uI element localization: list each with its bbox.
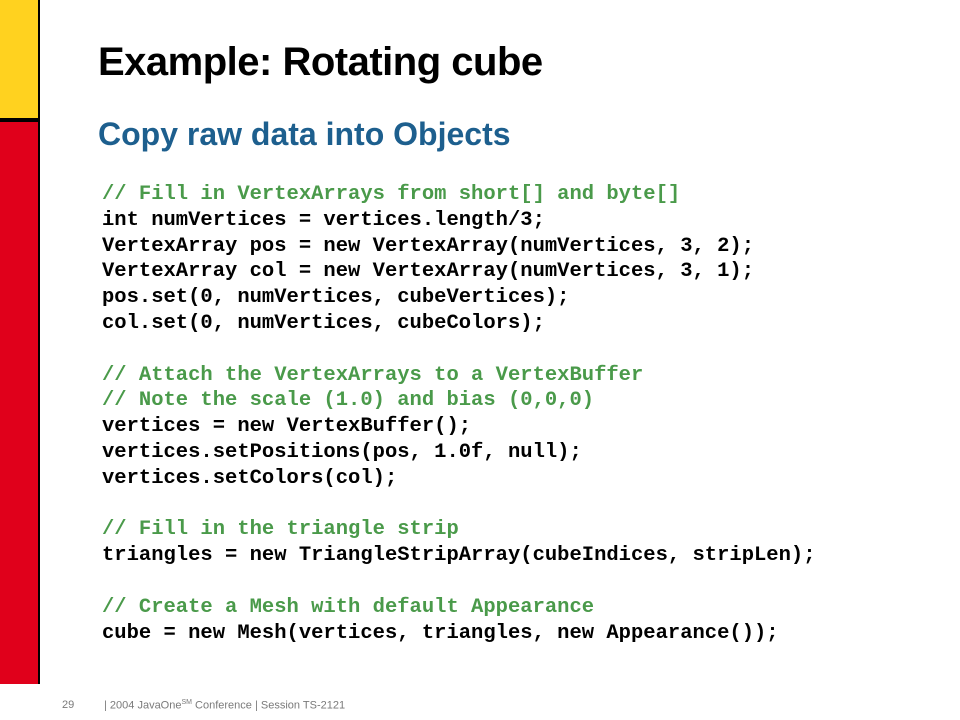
accent-bar-rule <box>38 0 40 684</box>
slide-subtitle: Copy raw data into Objects <box>98 116 511 152</box>
code-comment-line: // Fill in VertexArrays from short[] and… <box>102 183 681 206</box>
code-blank-line <box>102 492 816 518</box>
code-line: VertexArray pos = new VertexArray(numVer… <box>102 234 755 258</box>
page-number: 29 <box>62 699 75 711</box>
code-comment-line: // Fill in the triangle strip <box>102 518 459 542</box>
accent-bar-separator <box>0 118 38 122</box>
code-line: triangles = new TriangleStripArray(cubeI… <box>102 544 816 568</box>
conference-info: | 2004 JavaOneSM Conference | Session TS… <box>104 699 345 712</box>
code-comment-line: // Attach the VertexArrays to a VertexBu… <box>102 363 644 387</box>
conference-name: 2004 JavaOne <box>109 699 182 712</box>
accent-bar-yellow <box>0 0 38 120</box>
conference-suffix: Conference <box>191 699 252 712</box>
code-line: col.set(0, numVertices, cubeColors); <box>102 311 545 335</box>
accent-bar-red <box>0 120 38 684</box>
code-line: int numVertices = vertices.length/3; <box>102 208 545 232</box>
code-line: VertexArray col = new VertexArray(numVer… <box>102 260 755 284</box>
code-comment-line: // Create a Mesh with default Appearance <box>102 595 595 619</box>
code-line: vertices.setPositions(pos, 1.0f, null); <box>102 440 582 464</box>
code-line: vertices.setColors(col); <box>102 466 398 490</box>
code-comment-line: // Note the scale (1.0) and bias (0,0,0) <box>102 389 595 413</box>
code-blank-line <box>102 569 816 595</box>
code-block: // Fill in VertexArrays from short[] and… <box>102 182 816 646</box>
code-blank-line <box>102 337 816 363</box>
code-line: cube = new Mesh(vertices, triangles, new… <box>102 621 779 645</box>
session-id: Session TS-2121 <box>260 699 346 712</box>
footer-separator-2: | <box>254 699 258 712</box>
code-line: pos.set(0, numVertices, cubeVertices); <box>102 286 570 310</box>
footer-separator: | <box>104 699 107 712</box>
code-line: vertices = new VertexBuffer(); <box>102 415 472 439</box>
slide-title: Example: Rotating cube <box>98 40 543 84</box>
service-mark: SM <box>181 699 192 706</box>
